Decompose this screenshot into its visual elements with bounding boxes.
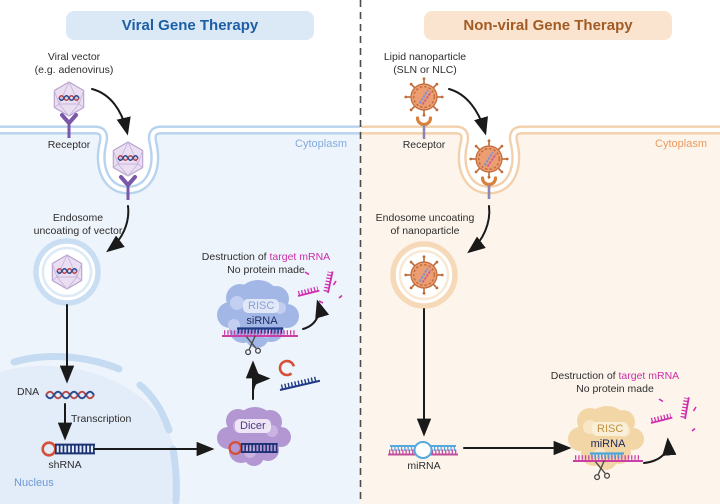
cytoplasm-right-label: Cytoplasm [655, 138, 707, 150]
receptor-left-label: Receptor [47, 139, 91, 151]
dna-label: DNA [17, 386, 40, 398]
risc-right-label: RISC [592, 422, 629, 437]
mirna-icon [388, 441, 458, 459]
mrna-fragments-left [297, 271, 343, 304]
destruction-left-label: Destruction of target mRNA No protein ma… [201, 251, 331, 276]
risc-left-label: RISC [243, 299, 280, 314]
passenger-strand-icon [279, 376, 321, 391]
mrna-fragments-right [650, 397, 697, 432]
viral-vector-label: Viral vector(e.g. adenovirus) [34, 51, 114, 76]
shrna-label: shRNA [48, 459, 82, 471]
mirna-mrna-duplex [573, 452, 643, 462]
sirna-label: siRNA [246, 315, 278, 327]
right-pathway-arrows [416, 88, 677, 464]
transcription-label: Transcription [71, 413, 132, 425]
dicer-label: Dicer [235, 419, 271, 434]
left-pathway-arrows [57, 88, 330, 457]
endosome-with-nanoparticle-icon [393, 244, 455, 306]
nuclear-envelope [10, 353, 180, 504]
destruction-right-label: Destruction of target mRNA No protein ma… [550, 370, 680, 395]
receptor-right-label: Receptor [402, 139, 446, 151]
left-panel-title: Viral Gene Therapy [66, 11, 314, 40]
dna-icon [45, 390, 95, 400]
sirna-mrna-duplex [222, 327, 298, 337]
mirna-label: miRNA [407, 460, 441, 472]
risc-mirna-label: miRNA [590, 438, 626, 450]
nucleus-label: Nucleus [14, 477, 54, 489]
nucleus [0, 353, 180, 504]
endosome-with-virus-icon [36, 241, 98, 303]
cytoplasm-left-label: Cytoplasm [295, 138, 347, 150]
hairpin-loop-byproduct-icon [278, 359, 296, 377]
lipid-nanoparticle-label: Lipid nanoparticle(SLN or NLC) [383, 51, 467, 76]
right-panel-title: Non-viral Gene Therapy [424, 11, 672, 40]
